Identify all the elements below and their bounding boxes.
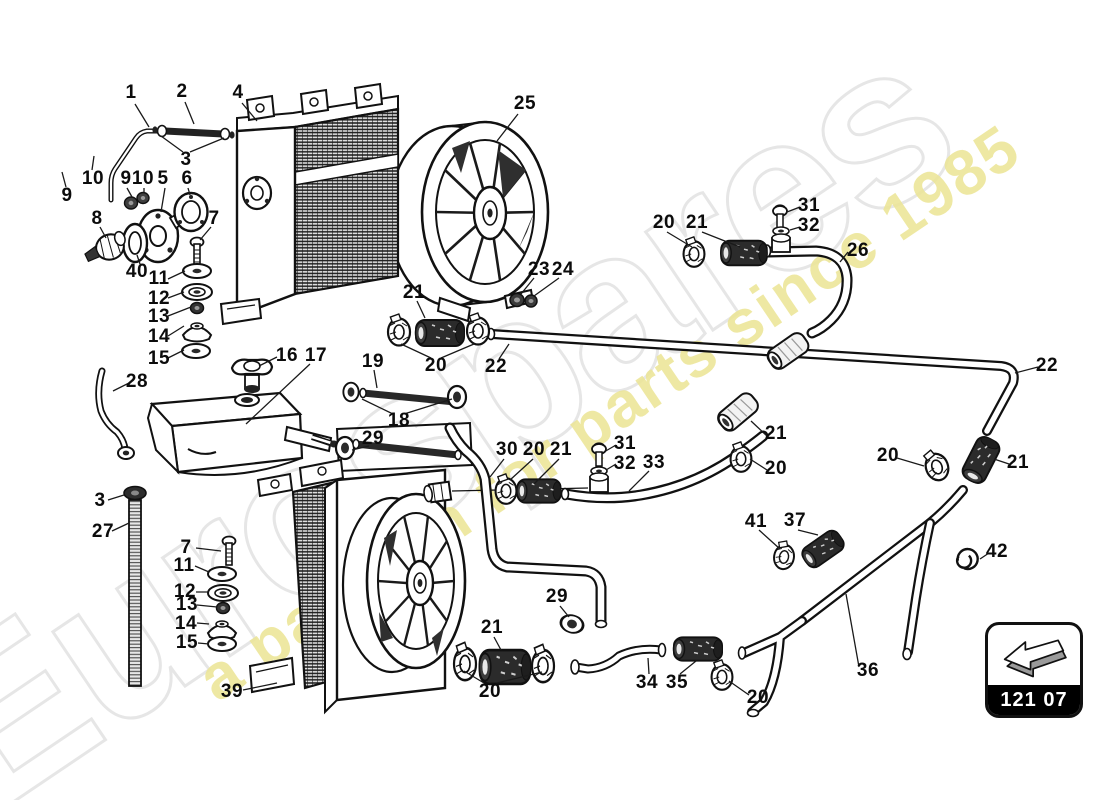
callout-37: 37: [783, 510, 807, 531]
callout-28: 28: [125, 371, 149, 392]
callout-20: 20: [522, 439, 546, 460]
callout-11: 11: [173, 555, 195, 576]
callout-20: 20: [876, 445, 900, 466]
callout-21: 21: [549, 439, 573, 460]
callout-34: 34: [635, 672, 659, 693]
callout-12: 12: [147, 288, 171, 309]
callout-33: 33: [642, 452, 666, 473]
callout-2: 2: [176, 81, 188, 102]
callout-14: 14: [174, 613, 198, 634]
callout-3: 3: [180, 149, 192, 170]
callout-7: 7: [208, 208, 220, 229]
callout-21: 21: [402, 282, 426, 303]
callout-8: 8: [91, 208, 103, 229]
part-code-text: 121 07: [988, 685, 1080, 715]
callout-27: 27: [91, 521, 115, 542]
callout-32: 32: [797, 215, 821, 236]
callout-22: 22: [484, 356, 508, 377]
callout-14: 14: [147, 326, 171, 347]
callout-9: 9: [61, 185, 73, 206]
callout-20: 20: [746, 687, 770, 708]
callout-19: 19: [361, 351, 385, 372]
callout-17: 17: [304, 345, 328, 366]
callout-20: 20: [424, 355, 448, 376]
callout-22: 22: [1035, 355, 1059, 376]
callout-3: 3: [94, 490, 106, 511]
callout-39: 39: [220, 681, 244, 702]
callout-20: 20: [764, 458, 788, 479]
header-tank-fittings: [84, 124, 235, 359]
callout-10: 10: [81, 168, 105, 189]
callout-29: 29: [361, 428, 385, 449]
callout-41: 41: [744, 511, 768, 532]
callout-15: 15: [175, 632, 199, 653]
callout-40: 40: [125, 261, 149, 282]
direction-arrow-icon: [1003, 639, 1067, 678]
callout-24: 24: [551, 259, 575, 280]
callout-5: 5: [157, 168, 169, 189]
callout-9: 9: [120, 168, 132, 189]
callout-6: 6: [181, 168, 193, 189]
callout-21: 21: [480, 617, 504, 638]
part-code-box: 121 07: [985, 622, 1083, 718]
callout-21: 21: [1006, 452, 1030, 473]
lower-radiator-fan: [248, 458, 589, 715]
callout-29: 29: [545, 586, 569, 607]
callout-10: 10: [131, 168, 155, 189]
callout-31: 31: [797, 195, 821, 216]
top-fan: [387, 120, 550, 323]
callout-13: 13: [147, 306, 171, 327]
callout-25: 25: [513, 93, 537, 114]
callout-35: 35: [665, 672, 689, 693]
callout-21: 21: [764, 423, 788, 444]
callout-12: 12: [173, 581, 197, 602]
callout-4: 4: [232, 82, 244, 103]
callout-32: 32: [613, 453, 637, 474]
expansion-tank: [95, 358, 338, 476]
top-radiator: [219, 82, 400, 326]
leader-lines: [61, 101, 1039, 696]
sleeves-and-clamps: [123, 204, 1004, 691]
callout-30: 30: [495, 439, 519, 460]
mounting-rods: [334, 381, 474, 473]
callout-26: 26: [846, 240, 870, 261]
callout-15: 15: [147, 348, 171, 369]
callout-7: 7: [180, 537, 192, 558]
callout-42: 42: [985, 541, 1009, 562]
callout-1: 1: [125, 82, 137, 103]
callout-20: 20: [478, 681, 502, 702]
callout-11: 11: [148, 268, 170, 289]
callout-20: 20: [652, 212, 676, 233]
callout-21: 21: [685, 212, 709, 233]
callout-18: 18: [387, 410, 411, 431]
callout-13: 13: [175, 594, 199, 615]
arrow-wrap: [988, 625, 1080, 685]
callout-23: 23: [527, 259, 551, 280]
callout-16: 16: [275, 345, 299, 366]
callout-36: 36: [856, 660, 880, 681]
callout-31: 31: [613, 433, 637, 454]
